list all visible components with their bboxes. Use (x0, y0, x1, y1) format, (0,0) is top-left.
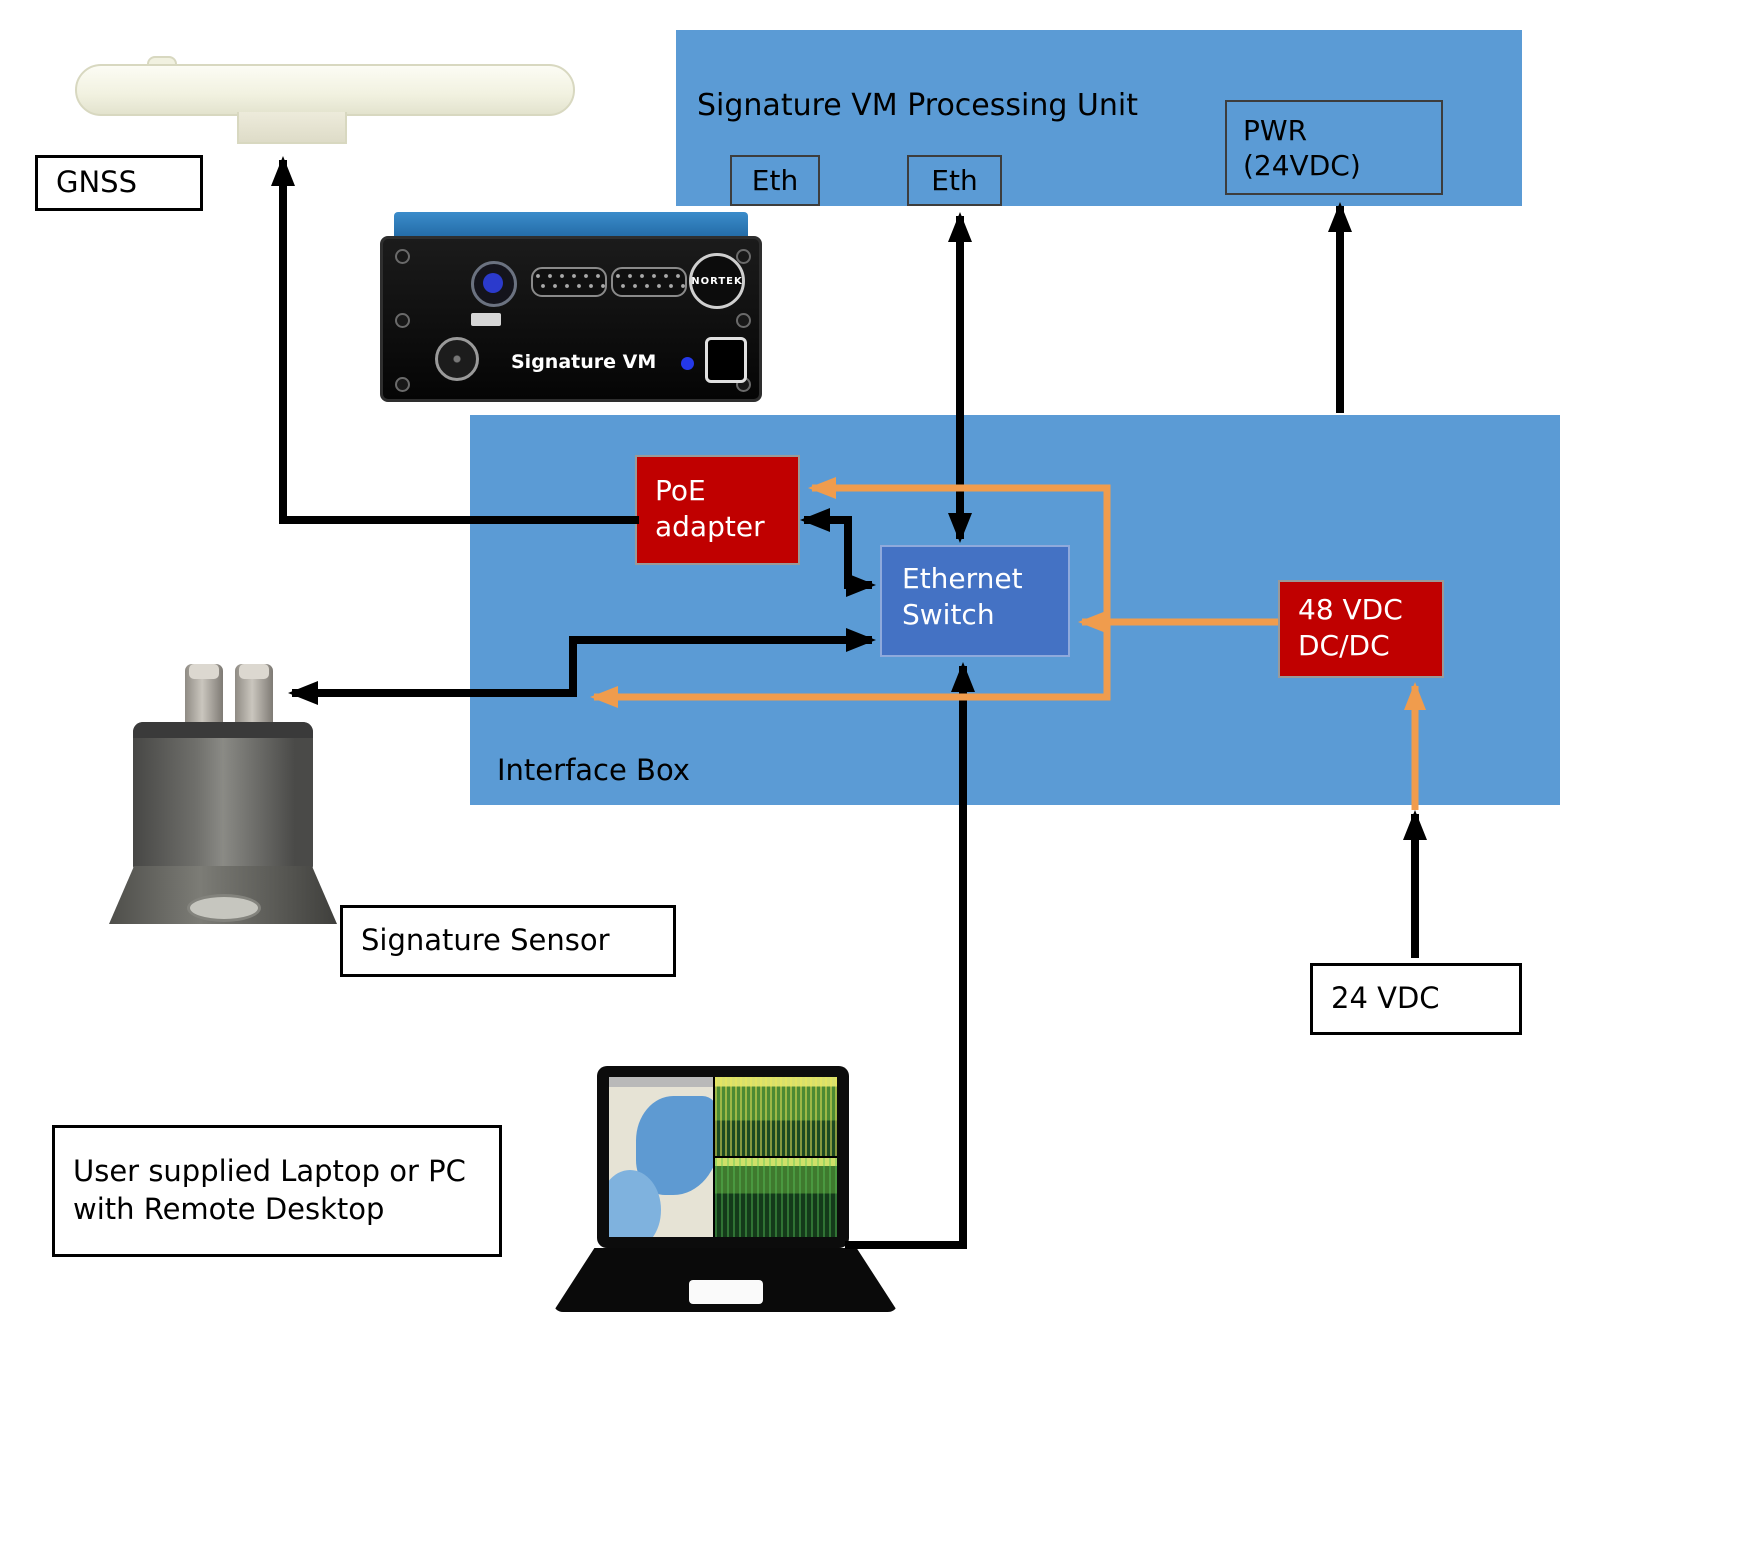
sensor-connector-icon (185, 664, 223, 726)
sensor-connector-icon (235, 664, 273, 726)
echogram-top-panel (714, 1077, 837, 1158)
interface-box-label: Interface Box (497, 753, 690, 787)
status-led-icon (681, 357, 694, 370)
laptop-label: User supplied Laptop or PC with Remote D… (52, 1125, 502, 1257)
interface-box: PoE adapter Ethernet Switch 48 VDC DC/DC… (470, 415, 1560, 805)
echogram-bottom-panel (714, 1158, 837, 1237)
pwr-port: PWR (24VDC) (1225, 100, 1443, 195)
power-connector-icon (471, 261, 517, 307)
gnss-antenna-image (75, 56, 575, 148)
sensor-transducer-opening (187, 894, 261, 922)
serial-connector-icon (531, 267, 607, 297)
screw-icon (736, 249, 751, 264)
processing-unit-title: Signature VM Processing Unit (697, 88, 1139, 123)
gnss-antenna-blade (75, 64, 575, 116)
processing-unit-box: Signature VM Processing Unit Eth Eth PWR… (676, 30, 1522, 206)
gnss-label: GNSS (35, 155, 203, 211)
usb-port-icon (471, 313, 501, 326)
connector-cap (189, 664, 219, 679)
eth-port-1: Eth (730, 155, 820, 206)
front-button-icon (705, 337, 747, 383)
poe-adapter-box: PoE adapter (635, 455, 800, 565)
screw-icon (395, 313, 410, 328)
sensor-body (133, 722, 313, 870)
map-view (609, 1077, 715, 1237)
screw-icon (395, 249, 410, 264)
unit-front-panel: NORTEK Signature VM (380, 236, 762, 402)
24vdc-label: 24 VDC (1310, 963, 1522, 1035)
serial-connector-icon (611, 267, 687, 297)
signature-sensor-label: Signature Sensor (340, 905, 676, 977)
map-toolbar (609, 1077, 713, 1087)
echogram-view (714, 1077, 837, 1237)
signature-vm-unit-photo: NORTEK Signature VM (380, 212, 762, 402)
laptop-image (553, 1066, 898, 1330)
nortek-logo: NORTEK (689, 253, 745, 309)
round-connector-icon (435, 337, 479, 381)
laptop-display (609, 1077, 837, 1237)
dcdc-converter-box: 48 VDC DC/DC (1278, 580, 1444, 678)
laptop-screen (597, 1066, 849, 1248)
connector-cap (239, 664, 269, 679)
sensor-top-band (133, 722, 313, 738)
screw-icon (736, 313, 751, 328)
power-connector-pin (483, 273, 503, 293)
ethernet-switch-box: Ethernet Switch (880, 545, 1070, 657)
signature-vm-front-label: Signature VM (511, 351, 657, 373)
laptop-trackpad (689, 1280, 763, 1304)
gnss-antenna-pedestal (237, 112, 347, 144)
eth-port-2: Eth (907, 155, 1002, 206)
screw-icon (395, 377, 410, 392)
signature-sensor-image (105, 660, 340, 932)
